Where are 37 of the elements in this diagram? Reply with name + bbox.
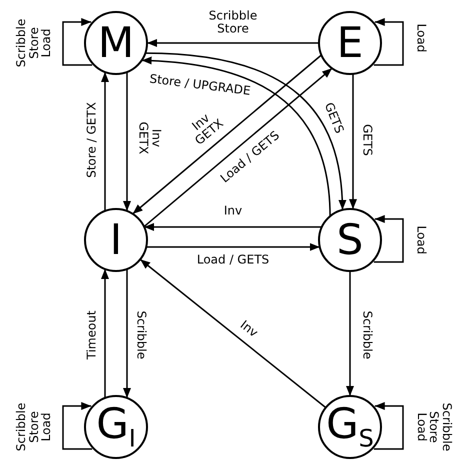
arrow (140, 258, 326, 408)
edge-label: Scribble Store (208, 9, 258, 35)
edge-label: Load / GETS (196, 254, 270, 266)
edge-label: Scribble Store Load (15, 402, 53, 452)
edge-label: Load (414, 24, 428, 52)
arrow (349, 74, 357, 210)
edge-label: Load (414, 226, 428, 254)
arrow (123, 72, 131, 212)
edge-label: Store / GETX (86, 102, 98, 178)
state-name: E (336, 22, 364, 64)
arrow (101, 268, 109, 398)
arrow (147, 39, 319, 47)
arrow (374, 402, 404, 450)
state-name: I (110, 219, 122, 261)
edge-label: Scribble (360, 310, 374, 360)
state-name: G$_{I}$ (96, 403, 136, 451)
edge-label: Timeout (86, 310, 98, 360)
arrow (146, 243, 320, 251)
edge-label: GETS (360, 124, 374, 156)
edge-label: Scribble (134, 310, 148, 360)
state-name: M (98, 22, 134, 64)
edge-label: Inv (224, 204, 242, 218)
edge-label: Scribble Store Load (415, 402, 453, 452)
edge-label: Inv GETX (137, 122, 163, 154)
edge-label: Scribble Store Load (15, 18, 53, 68)
state-name: S (336, 219, 364, 261)
arrow (374, 18, 404, 66)
edge-label: Store / UPGRADE (148, 72, 252, 98)
arrow (144, 223, 322, 231)
arrow (62, 18, 92, 66)
state-circle (318, 11, 382, 75)
arrow (346, 271, 354, 396)
state-name: G$_{S}$ (326, 403, 374, 451)
arrow (374, 215, 404, 263)
arrow (62, 402, 92, 450)
arrow (123, 268, 131, 398)
arrow (101, 72, 109, 212)
